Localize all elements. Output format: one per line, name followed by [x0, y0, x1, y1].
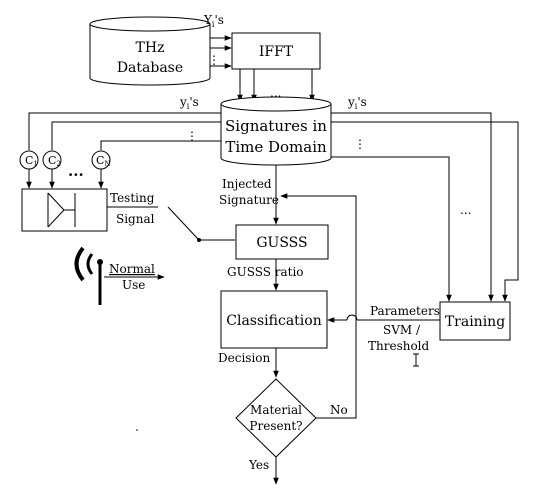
training-box: Training [439, 301, 511, 341]
ifft-to-signatures-arrows: ... [237, 69, 315, 102]
svg-text:C1: C1 [25, 154, 38, 168]
decision-label: Decision [218, 351, 271, 365]
svg-text:C2: C2 [48, 154, 61, 168]
ifft-dots: ... [270, 86, 281, 100]
ifft-box: IFFT [231, 32, 321, 70]
classification-box: Classification [220, 290, 328, 349]
svg-text:CN: CN [96, 154, 111, 168]
c-node-n: CN [91, 150, 111, 170]
material-present-diamond: Material Present? [235, 378, 317, 458]
antenna-icon [74, 246, 103, 305]
normal-use-label-2: Use [122, 278, 145, 292]
left-vdots: ⋮ [186, 129, 198, 143]
database-label-1: THz [136, 40, 165, 56]
training-label: Training [445, 314, 505, 330]
database-vdots: ⋮ [208, 53, 220, 67]
signatures-to-training-lines: ⋮ ... [331, 112, 519, 302]
thz-database-cylinder: THz Database [89, 16, 211, 86]
signatures-cylinder: Signatures in Time Domain [220, 96, 332, 166]
database-label-2: Database [117, 60, 183, 76]
c-dots: ... [68, 162, 84, 180]
c-node-1: C1 [19, 150, 39, 170]
stray-dot [136, 429, 138, 431]
text-cursor-icon [413, 353, 419, 367]
material-label-2: Present? [249, 419, 302, 433]
signatures-to-c-lines: ⋮ [28, 112, 221, 150]
summation-box [21, 188, 108, 232]
signatures-label-2: Time Domain [225, 138, 327, 156]
c-node-2: C2 [42, 150, 62, 170]
right-vdots: ⋮ [354, 137, 366, 151]
gusss-box: GUSSS [235, 224, 329, 260]
no-feedback-arrow [280, 193, 357, 419]
yi-right-label: yi's [347, 95, 367, 111]
testing-label-1: Testing [110, 191, 155, 205]
signatures-label-1: Signatures in [225, 117, 327, 135]
training-to-classification-arrow [327, 314, 440, 323]
svm-label-2: Threshold [368, 339, 430, 353]
gusss-ratio-label: GUSSS ratio [227, 265, 304, 279]
parameters-label: Parameters [370, 304, 440, 318]
right-dots: ... [460, 203, 471, 217]
classification-label: Classification [226, 313, 321, 329]
yi-top-label: Yi's [203, 13, 224, 29]
normal-use-label-1: Normal [109, 262, 155, 276]
c-to-sum-arrows [26, 169, 104, 189]
database-to-ifft-arrows: ⋮ [208, 35, 232, 69]
ifft-label: IFFT [259, 44, 294, 60]
material-label-1: Material [250, 403, 302, 417]
injected-label-1: Injected [222, 177, 272, 191]
yes-label: Yes [248, 458, 269, 472]
injected-label-2: Signature [219, 193, 279, 207]
no-label: No [330, 403, 348, 417]
testing-label-2: Signal [116, 212, 155, 226]
gusss-label: GUSSS [256, 235, 307, 251]
svm-label-1: SVM / [383, 323, 421, 337]
switch [107, 206, 235, 242]
yi-left-label: yi's [179, 95, 199, 111]
